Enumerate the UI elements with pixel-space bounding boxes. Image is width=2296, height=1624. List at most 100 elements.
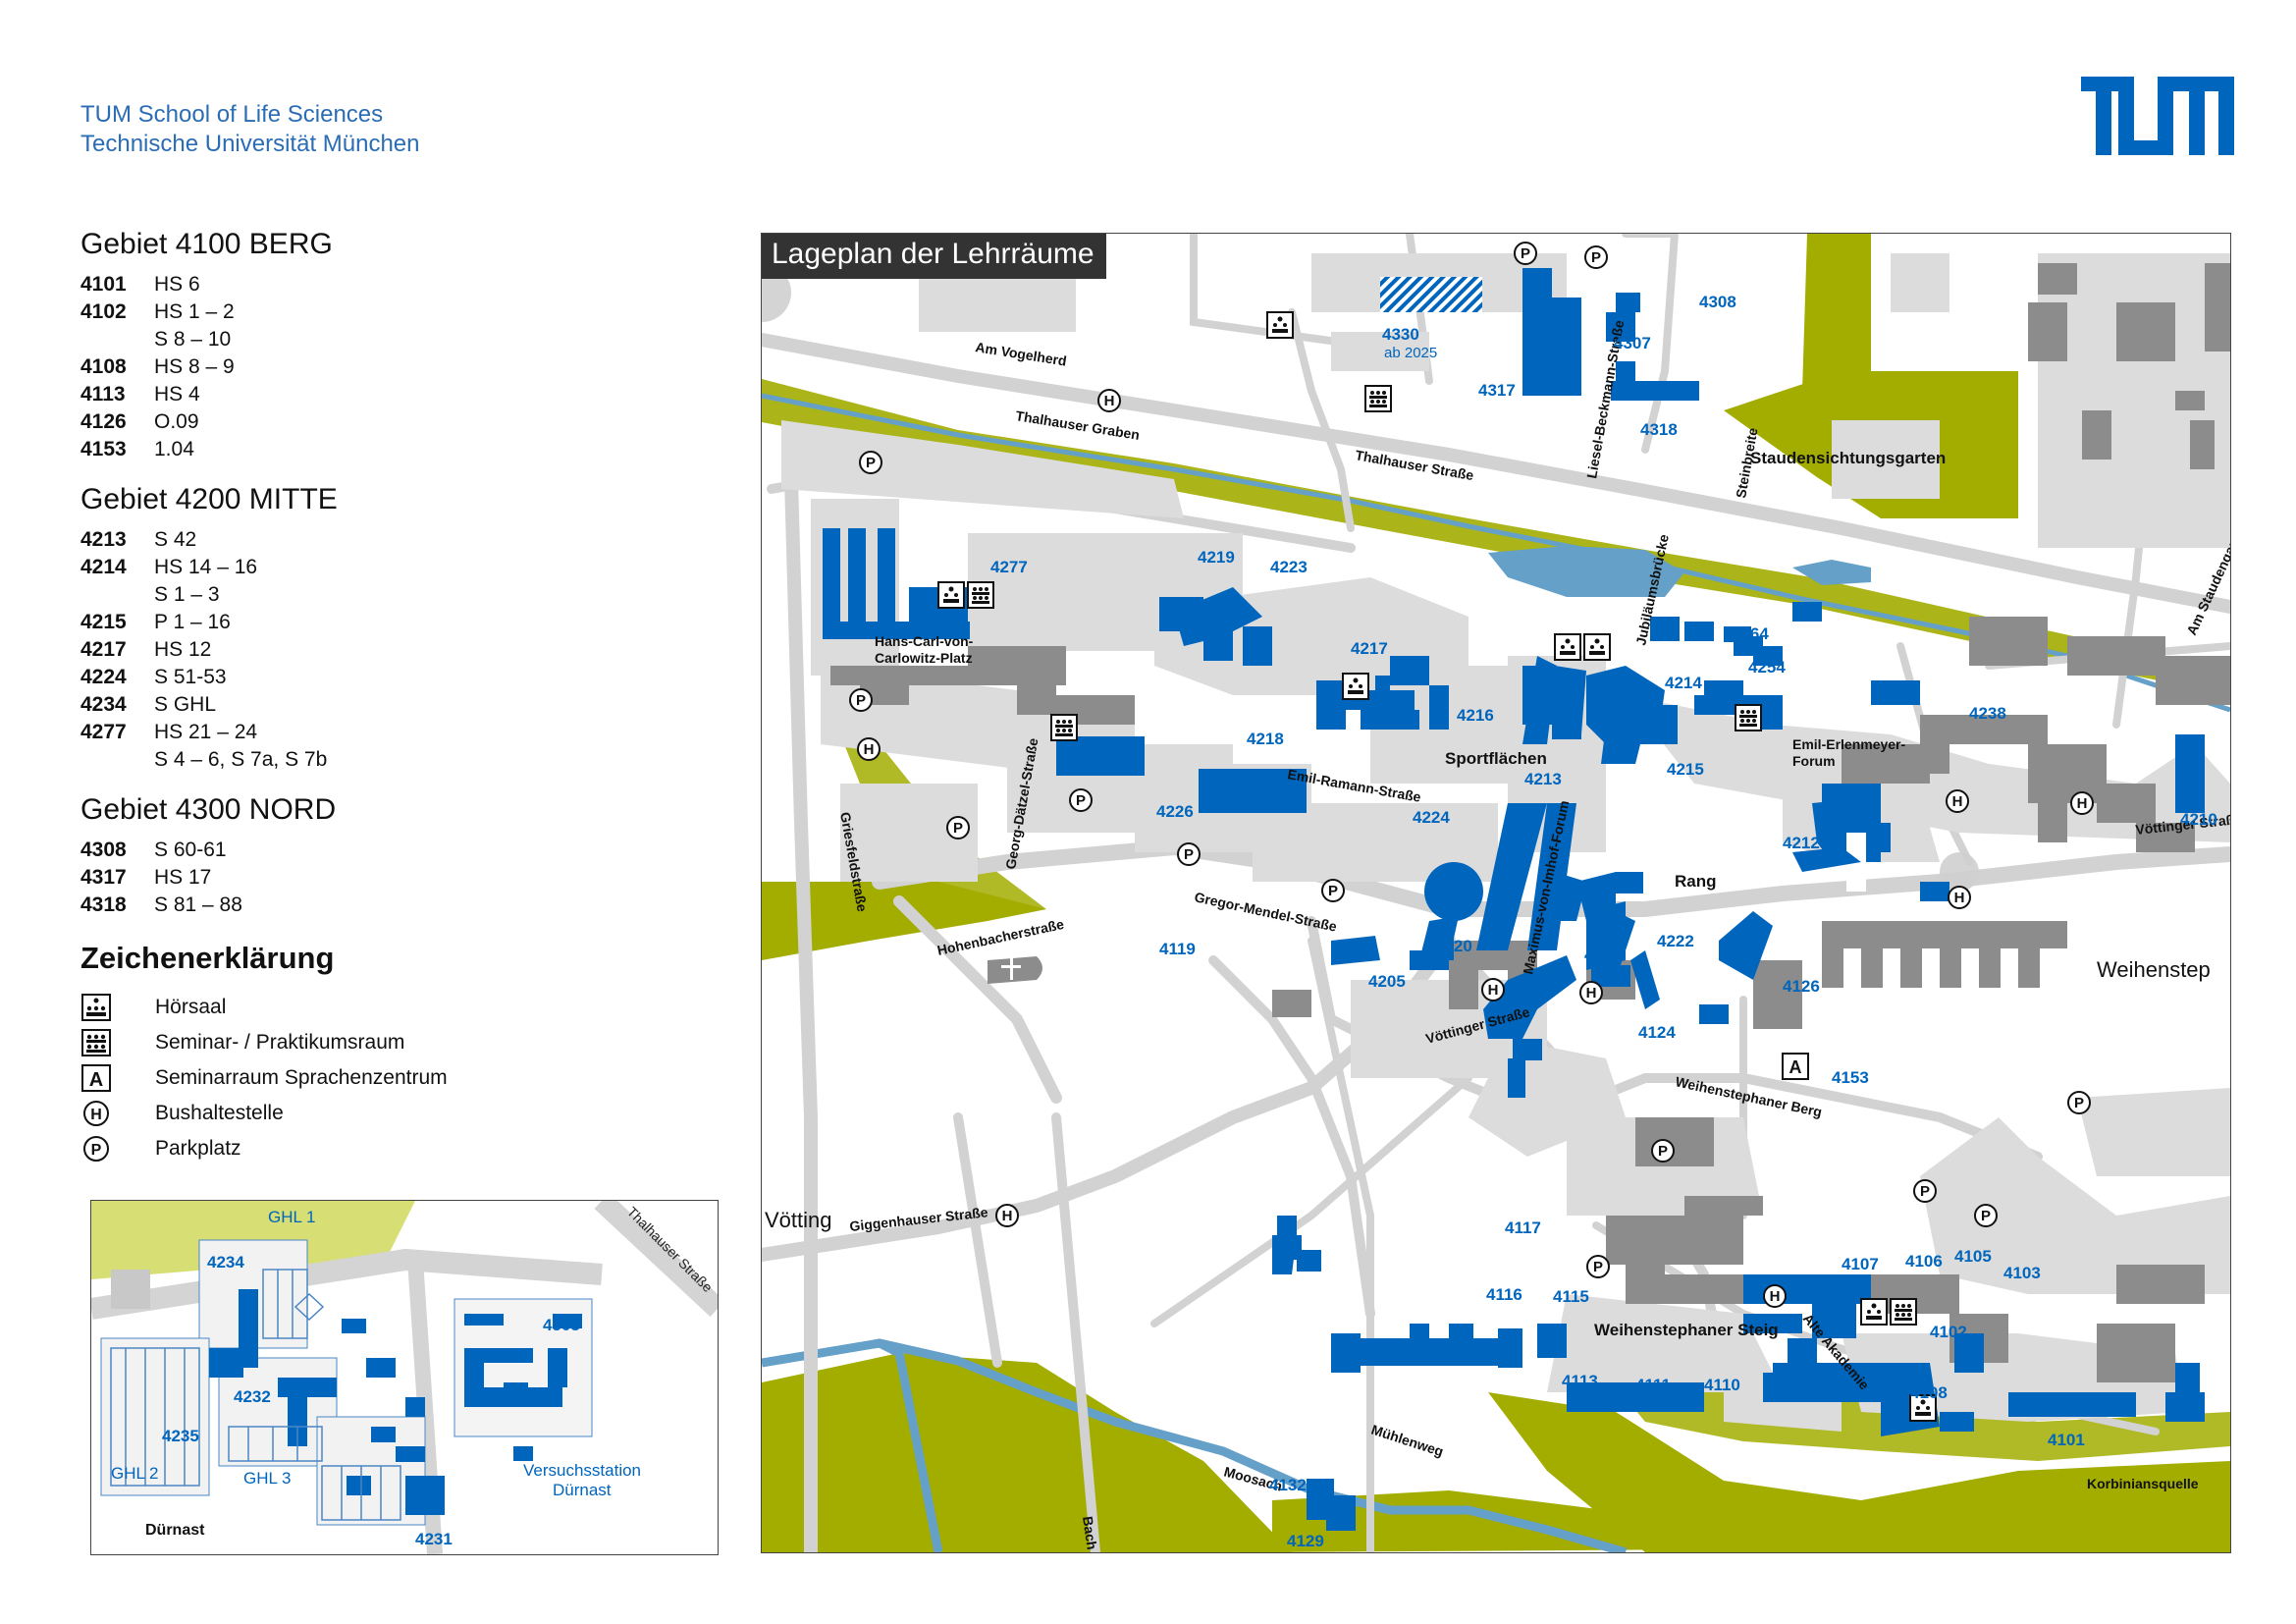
room-name: 1.04 <box>154 438 194 460</box>
parking-icon: P <box>1514 242 1537 265</box>
svg-text:A: A <box>1789 1057 1802 1077</box>
language-center-icon: A <box>1782 1053 1809 1080</box>
bus-stop-icon: H <box>1948 886 1971 909</box>
room-code: 4153 <box>80 438 127 460</box>
building-label-4116: 4116 <box>1486 1285 1522 1304</box>
place-carlowitz-2: Carlowitz-Platz <box>875 650 973 666</box>
place-rang: Rang <box>1675 872 1717 891</box>
bus-stop-icon: H <box>995 1204 1019 1227</box>
water <box>762 393 2230 1552</box>
campus-map: P P H P P H P P P P H H H H H P P P P H … <box>761 233 2231 1553</box>
svg-text:P: P <box>91 1142 102 1159</box>
room-name: S 42 <box>154 528 197 551</box>
inset-buildings <box>209 1289 582 1515</box>
room-row: S 1 – 3 <box>80 581 709 609</box>
building-label-4113: 4113 <box>1562 1372 1598 1390</box>
legend-item-parking: P Parkplatz <box>80 1131 709 1166</box>
place-korbiniansquelle: Korbiniansquelle <box>2087 1476 2199 1491</box>
svg-text:P: P <box>2074 1095 2084 1111</box>
room-type-icons: A <box>937 311 1937 1422</box>
label-versuchsstation-1: Versuchsstation <box>523 1461 641 1480</box>
svg-text:H: H <box>2077 795 2088 812</box>
legend-label: Bushaltestelle <box>155 1102 284 1124</box>
building-label-4124: 4124 <box>1638 1023 1676 1042</box>
building-label-4126: 4126 <box>1783 977 1820 996</box>
campus-map-canvas: P P H P P H P P P P H H H H H P P P P H … <box>762 234 2230 1552</box>
room-name: HS 6 <box>154 273 200 296</box>
room-code: 4213 <box>80 528 127 551</box>
map-markers: P P H P P H P P P P H H H H H P P P P H … <box>849 242 2094 1308</box>
bus-stop-icon: H <box>1097 389 1121 412</box>
seminar-room-icon <box>80 1029 112 1056</box>
parking-icon: P <box>849 688 873 712</box>
building-label-4213: 4213 <box>1524 770 1562 788</box>
room-name: P 1 – 16 <box>154 611 231 633</box>
place-erlenmeyer-1: Emil-Erlenmeyer- <box>1792 736 1905 752</box>
room-row: 4318 S 81 – 88 <box>80 892 709 919</box>
place-weihenstephan: Weihenstep <box>2097 957 2211 982</box>
building-label-4110: 4110 <box>1704 1376 1740 1394</box>
label-4231: 4231 <box>415 1530 453 1548</box>
room-name: S 4 – 6, S 7a, S 7b <box>154 748 328 771</box>
room-name: S 1 – 3 <box>154 583 220 606</box>
room-name: HS 21 – 24 <box>154 721 258 743</box>
parking-icon: P <box>1584 245 1608 269</box>
teaching-buildings-south <box>1272 1235 2205 1422</box>
room-code: 4108 <box>80 355 127 378</box>
legend-label: Seminarraum Sprachenzentrum <box>155 1066 448 1089</box>
room-name: S 8 – 10 <box>154 328 232 351</box>
room-row: 4213 S 42 <box>80 526 709 554</box>
room-name: HS 4 <box>154 383 200 406</box>
parking-icon: P <box>859 451 882 474</box>
school-line-2: Technische Universität München <box>80 131 420 157</box>
room-name: S 81 – 88 <box>154 893 242 916</box>
svg-text:P: P <box>1184 846 1194 863</box>
building-label-4119: 4119 <box>1159 940 1196 958</box>
building-label-4107: 4107 <box>1842 1255 1879 1273</box>
svg-text:H: H <box>1954 890 1965 906</box>
room-name: S GHL <box>154 693 217 716</box>
church-icon <box>988 956 1042 984</box>
school-line-1: TUM School of Life Sciences <box>80 101 384 128</box>
room-code <box>80 746 154 774</box>
room-row: 4108 HS 8 – 9 <box>80 353 709 381</box>
room-code: 4318 <box>80 893 127 916</box>
seminar-room-icon <box>1050 714 1078 741</box>
building-label-4153: 4153 <box>1832 1068 1869 1087</box>
building-label-4212: 4212 <box>1783 834 1820 852</box>
legend-item-bus-stop: H Bushaltestelle <box>80 1096 709 1131</box>
parking-icon: P <box>1177 842 1201 866</box>
inset-grey-building <box>111 1270 150 1309</box>
building-label-4102: 4102 <box>1930 1323 1967 1341</box>
building-label-4105: 4105 <box>1954 1247 1992 1266</box>
parking-icon: P <box>1651 1139 1675 1163</box>
building-label-4254: 4254 <box>1748 658 1786 677</box>
room-code: 4113 <box>80 383 126 406</box>
building-label-4111: 4111 <box>1635 1376 1671 1394</box>
room-code: 4101 <box>80 273 127 296</box>
legend-item-language-center: A Seminarraum Sprachenzentrum <box>80 1060 709 1096</box>
language-center-icon: A <box>80 1064 112 1092</box>
room-code: 4102 <box>80 300 127 323</box>
building-label-4217: 4217 <box>1351 639 1388 658</box>
place-carlowitz-1: Hans-Carl-von- <box>875 633 974 649</box>
building-label-4222: 4222 <box>1657 932 1694 950</box>
place-staudensichtungsgarten: Staudensichtungsgarten <box>1750 449 1946 467</box>
label-versuchsstation-2: Dürnast <box>553 1481 612 1499</box>
tum-logo-icon <box>2081 77 2234 155</box>
room-name: HS 8 – 9 <box>154 355 235 378</box>
legend-item-lecture-hall: Hörsaal <box>80 990 709 1025</box>
label-duernast-place: Dürnast <box>145 1522 205 1539</box>
parking-icon: P <box>1974 1204 1998 1227</box>
building-label-4103: 4103 <box>2003 1264 2041 1282</box>
room-code: 4317 <box>80 866 127 889</box>
room-name: HS 12 <box>154 638 212 661</box>
